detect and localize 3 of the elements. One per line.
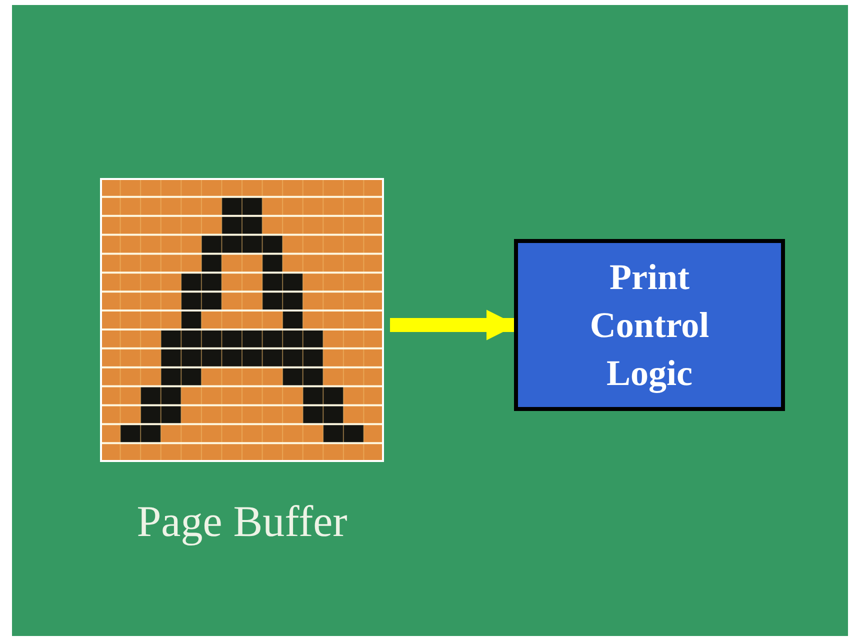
buffer-label: Page Buffer	[136, 496, 348, 547]
box-label: Print Control Logic	[588, 256, 710, 395]
process-box	[514, 239, 785, 411]
